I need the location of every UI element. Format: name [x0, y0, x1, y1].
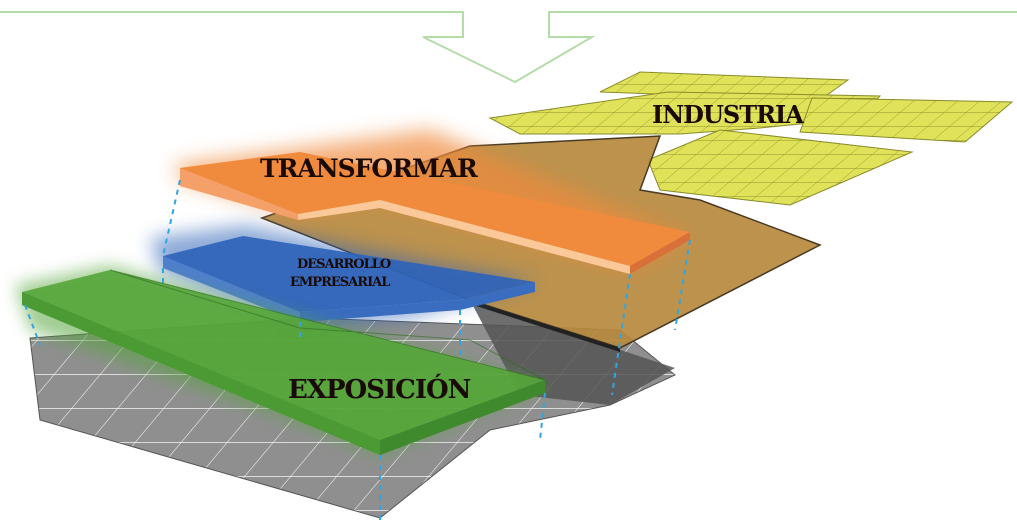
exposicion-label: EXPOSICIÓN [288, 373, 471, 405]
industria-block [488, 71, 1014, 206]
transformar-layer [175, 130, 690, 274]
vertical-guides [24, 179, 691, 520]
exposicion-layer [15, 265, 550, 455]
desarrollo-label-line1: DESARROLLO [297, 257, 391, 272]
desarrollo-label-line2: EMPRESARIAL [290, 275, 390, 290]
header-arrow-frame [0, 11, 1017, 84]
industria-label: INDUSTRIA [652, 100, 804, 129]
transformar-label: TRANSFORMAR [260, 154, 478, 183]
